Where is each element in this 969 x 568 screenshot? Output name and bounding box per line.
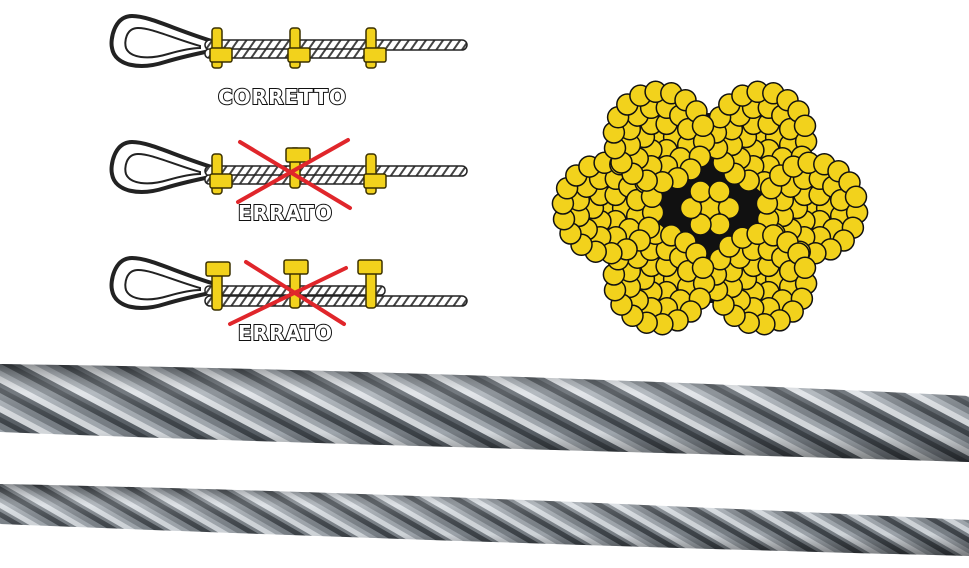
steel-rope-thin	[0, 484, 969, 556]
strand-wire	[793, 114, 817, 138]
core-wire	[708, 213, 731, 236]
strand-wire	[691, 256, 715, 280]
strand-wire	[844, 185, 868, 209]
strand-wire	[691, 114, 715, 138]
clip-diagram-wrong-2: ERRATO	[109, 255, 468, 346]
caption-wrong-2: ERRATO	[238, 321, 333, 345]
wire-rope-clip-icon	[209, 27, 387, 69]
clip-diagram-wrong-1: ERRATO	[109, 138, 468, 226]
strand-wire	[793, 256, 817, 280]
caption-correct: CORRETTO	[218, 85, 347, 109]
cross-mark-icon	[236, 138, 352, 210]
caption-wrong-1: ERRATO	[238, 201, 333, 225]
wire-rope-clip-icon	[205, 259, 383, 311]
core-wire	[689, 180, 712, 203]
core-wire	[708, 180, 731, 203]
clip-diagram-correct: CORRETTO	[109, 13, 468, 110]
wire-rope-live	[204, 295, 468, 307]
wire-rope-cross-section	[551, 80, 869, 336]
steel-rope-thick	[0, 364, 969, 462]
cross-mark-icon	[228, 260, 348, 326]
